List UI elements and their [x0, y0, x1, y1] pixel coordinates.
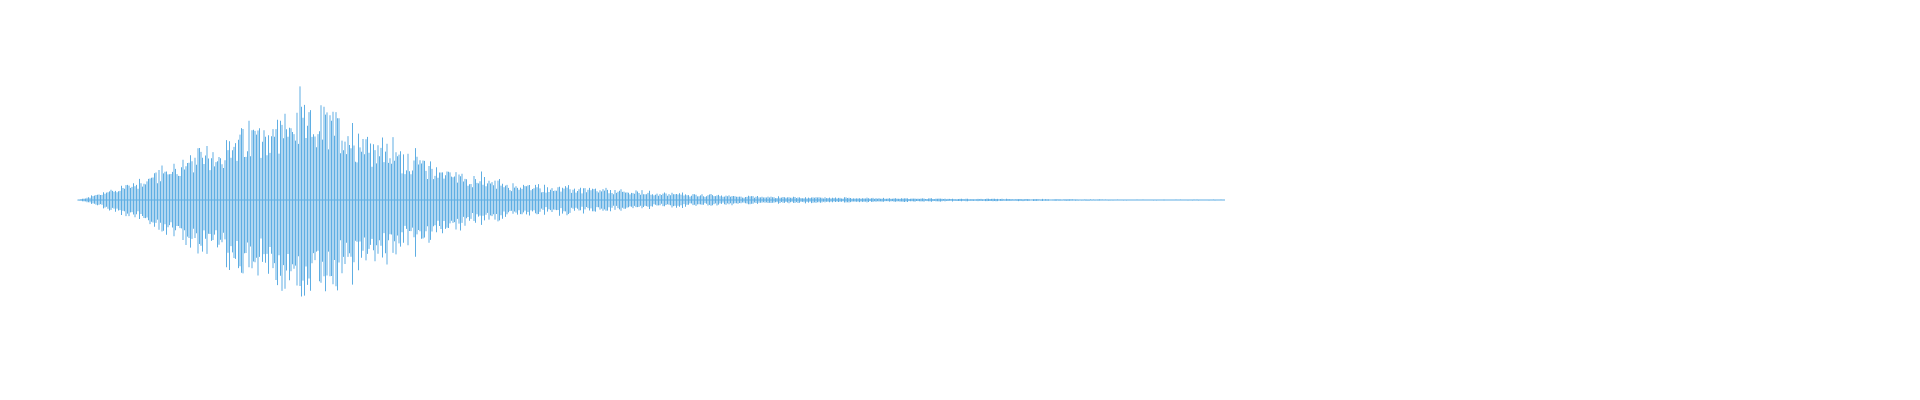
waveform-samples [77, 86, 1225, 297]
